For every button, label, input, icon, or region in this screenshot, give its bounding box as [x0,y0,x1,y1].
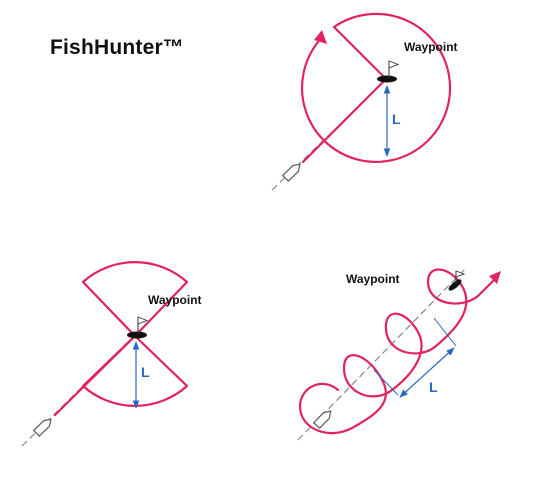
extension-line [433,317,457,347]
arrowhead-icon [489,271,501,284]
flag-on-marker-icon [127,316,149,339]
course-line [297,267,467,441]
waypoint-label: Waypoint [148,293,202,307]
flag-on-marker-icon [377,60,400,83]
approach-path [301,77,388,164]
distance-label: L [429,379,438,395]
distance-measure [399,347,455,398]
arrowhead-icon [314,30,327,44]
distance-label: L [392,111,401,127]
app-title: FishHunter™ [50,36,185,59]
figure-eight-lower-path [81,334,189,407]
figure-eight-pattern: Waypoint L [21,261,202,447]
distance-label: L [141,364,150,380]
boat-icon [281,163,301,183]
waypoint-label: Waypoint [346,272,400,286]
figure-eight-upper-path [81,261,189,338]
spiral-pattern: Waypoint L [297,267,501,441]
boat-icon [32,418,52,438]
boat-icon [312,410,332,430]
waypoint-label: Waypoint [404,40,458,54]
flag-on-marker-icon [448,270,466,291]
spiral-loop-path [298,268,500,435]
circle-pattern: Waypoint L [271,12,458,191]
extension-line [373,369,399,396]
circle-loop-path [300,12,452,163]
